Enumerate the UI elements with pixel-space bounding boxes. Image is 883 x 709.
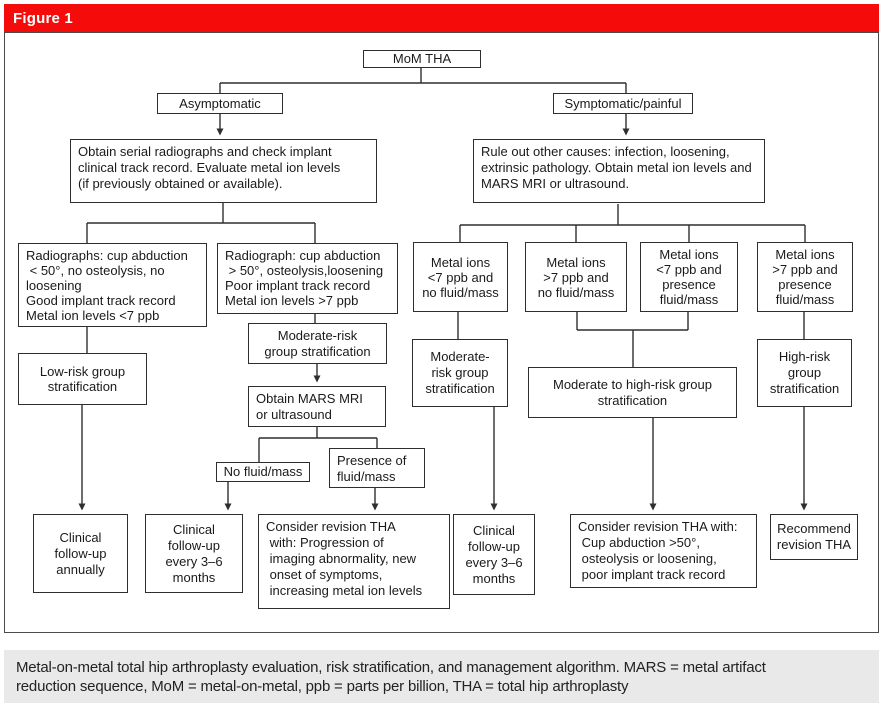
- node-clinical-follow-up-annually: Clinical follow-up annually: [33, 514, 128, 593]
- node-moderate-to-high-risk-group: Moderate to high-risk group stratificati…: [528, 367, 737, 418]
- node-metal-ions-gt7-no-fluid: Metal ions >7 ppb and no fluid/mass: [525, 242, 627, 312]
- figure-caption: Metal-on-metal total hip arthroplasty ev…: [4, 650, 879, 703]
- node-symptomatic: Symptomatic/painful: [553, 93, 693, 114]
- node-consider-revision-tha-cup: Consider revision THA with: Cup abductio…: [570, 514, 757, 588]
- node-clinical-follow-up-3-6-months-left: Clinical follow-up every 3–6 months: [145, 514, 243, 593]
- node-metal-ions-gt7-fluid: Metal ions >7 ppb and presence fluid/mas…: [757, 242, 853, 312]
- node-high-risk-group: High-risk group stratification: [757, 339, 852, 407]
- node-presence-of-fluid-mass: Presence of fluid/mass: [329, 448, 425, 488]
- node-asymptomatic: Asymptomatic: [157, 93, 283, 114]
- node-metal-ions-lt7-fluid: Metal ions <7 ppb and presence fluid/mas…: [640, 242, 738, 312]
- node-mom-tha: MoM THA: [363, 50, 481, 68]
- node-consider-revision-tha-imaging: Consider revision THA with: Progression …: [258, 514, 450, 609]
- figure-caption-text: Metal-on-metal total hip arthroplasty ev…: [16, 659, 766, 695]
- node-radiograph-high-risk-criteria: Radiograph: cup abduction > 50°, osteoly…: [217, 243, 398, 314]
- node-moderate-risk-group-right: Moderate- risk group stratification: [412, 339, 508, 407]
- node-clinical-follow-up-3-6-months-right: Clinical follow-up every 3–6 months: [453, 514, 535, 595]
- node-obtain-mars-mri: Obtain MARS MRI or ultrasound: [248, 386, 386, 427]
- node-radiographs-low-risk-criteria: Radiographs: cup abduction < 50°, no ost…: [18, 243, 207, 327]
- node-rule-out-other-causes: Rule out other causes: infection, loosen…: [473, 139, 765, 203]
- node-low-risk-group: Low-risk group stratification: [18, 353, 147, 405]
- node-metal-ions-lt7-no-fluid: Metal ions <7 ppb and no fluid/mass: [413, 242, 508, 312]
- figure-label-bar: Figure 1: [4, 4, 879, 32]
- figure-label: Figure 1: [13, 9, 73, 27]
- node-moderate-risk-group-mid: Moderate-risk group stratification: [248, 323, 387, 364]
- node-no-fluid-mass: No fluid/mass: [216, 462, 310, 482]
- node-obtain-serial-radiographs: Obtain serial radiographs and check impl…: [70, 139, 377, 203]
- node-recommend-revision-tha: Recommend revision THA: [770, 514, 858, 560]
